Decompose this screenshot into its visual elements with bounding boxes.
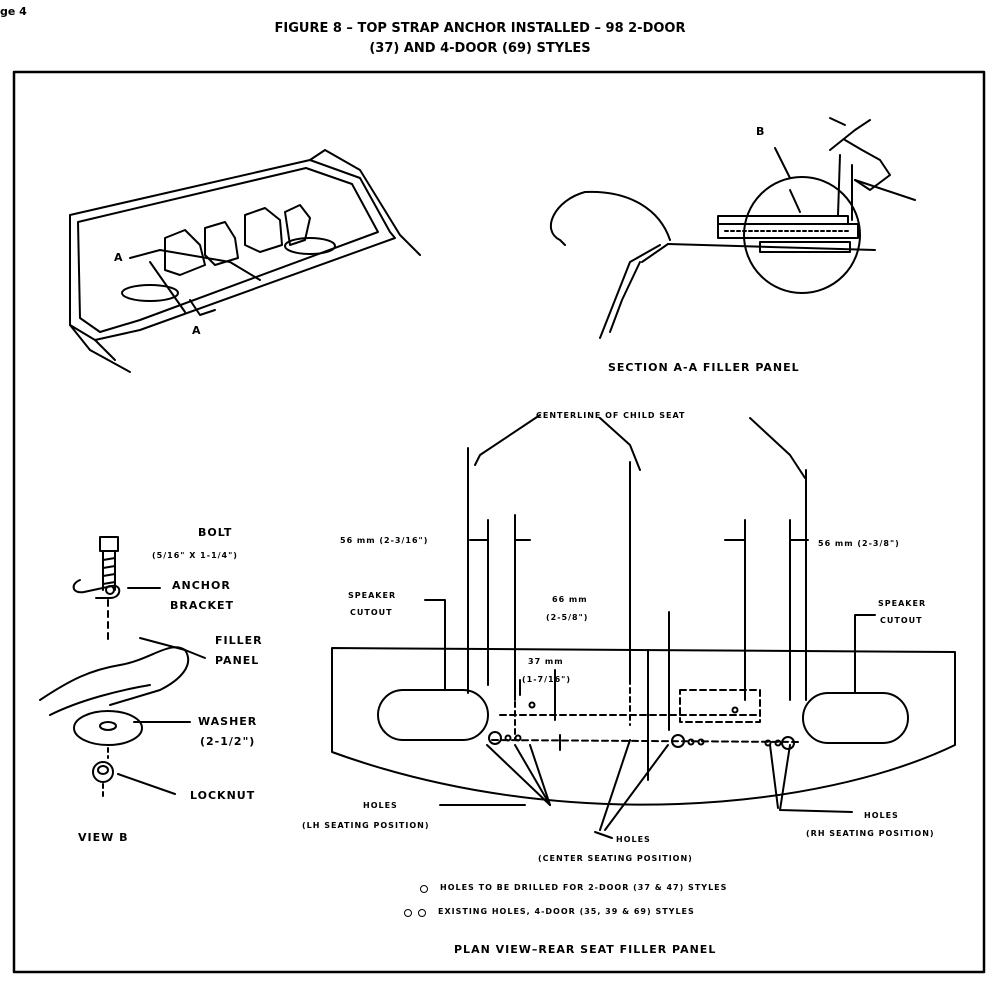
view-b-caption: VIEW B: [78, 831, 129, 844]
detail-marker-b: B: [756, 125, 766, 138]
view-b-exploded: [40, 537, 205, 800]
dimension-37-inches: (1-7/16"): [522, 675, 571, 684]
speaker-cutout-left-2: CUTOUT: [350, 608, 393, 617]
legend-existing-holes-icon-2: [418, 909, 426, 917]
section-marker-a-bottom: A: [192, 324, 202, 337]
filler-panel-label-2: PANEL: [215, 654, 260, 667]
rear-shelf-perspective: [70, 150, 420, 372]
filler-panel-label-1: FILLER: [215, 634, 263, 647]
page-reference: ge 4: [0, 5, 27, 18]
plan-view-drawing: [332, 415, 955, 838]
legend-drilled-hole-icon: [420, 885, 428, 893]
dimension-left: 56 mm (2-3/16"): [340, 536, 429, 545]
centerline-label: CENTERLINE OF CHILD SEAT: [536, 411, 686, 420]
locknut-label: LOCKNUT: [190, 789, 256, 802]
section-aa-caption: SECTION A-A FILLER PANEL: [608, 361, 800, 374]
speaker-cutout-left-1: SPEAKER: [348, 591, 397, 600]
figure-title-line1: FIGURE 8 – TOP STRAP ANCHOR INSTALLED – …: [274, 21, 686, 36]
holes-lh-label: HOLES: [363, 801, 398, 810]
holes-lh-position: (LH SEATING POSITION): [302, 821, 430, 830]
anchor-bracket-label-2: BRACKET: [170, 599, 234, 612]
holes-center-label: HOLES: [616, 835, 651, 844]
figure-frame: [14, 72, 984, 972]
washer-size: (2-1/2"): [200, 735, 256, 748]
bolt-label: BOLT: [198, 526, 233, 539]
holes-center-position: (CENTER SEATING POSITION): [538, 854, 693, 863]
figure-title-line2: (37) AND 4-DOOR (69) STYLES: [369, 41, 591, 56]
section-aa-drawing: [551, 118, 915, 338]
holes-rh-position: (RH SEATING POSITION): [806, 829, 935, 838]
speaker-cutout-right-2: CUTOUT: [880, 616, 923, 625]
anchor-bracket-label-1: ANCHOR: [172, 579, 231, 592]
speaker-cutout-right-1: SPEAKER: [878, 599, 927, 608]
legend-drilled-holes: HOLES TO BE DRILLED FOR 2-DOOR (37 & 47)…: [440, 883, 728, 892]
dimension-right: 56 mm (2-3/8"): [818, 539, 900, 548]
washer-label: WASHER: [198, 715, 258, 728]
holes-rh-label: HOLES: [864, 811, 899, 820]
legend-existing-holes: EXISTING HOLES, 4-DOOR (35, 39 & 69) STY…: [438, 907, 695, 916]
dimension-37: 37 mm: [528, 657, 564, 666]
dimension-center-inches: (2-5/8"): [546, 613, 589, 622]
section-marker-a-left: A: [114, 251, 124, 264]
bolt-size: (5/16" X 1-1/4"): [152, 551, 238, 560]
plan-view-caption: PLAN VIEW–REAR SEAT FILLER PANEL: [454, 943, 717, 956]
legend-existing-holes-icon: [404, 909, 412, 917]
dimension-center: 66 mm: [552, 595, 588, 604]
